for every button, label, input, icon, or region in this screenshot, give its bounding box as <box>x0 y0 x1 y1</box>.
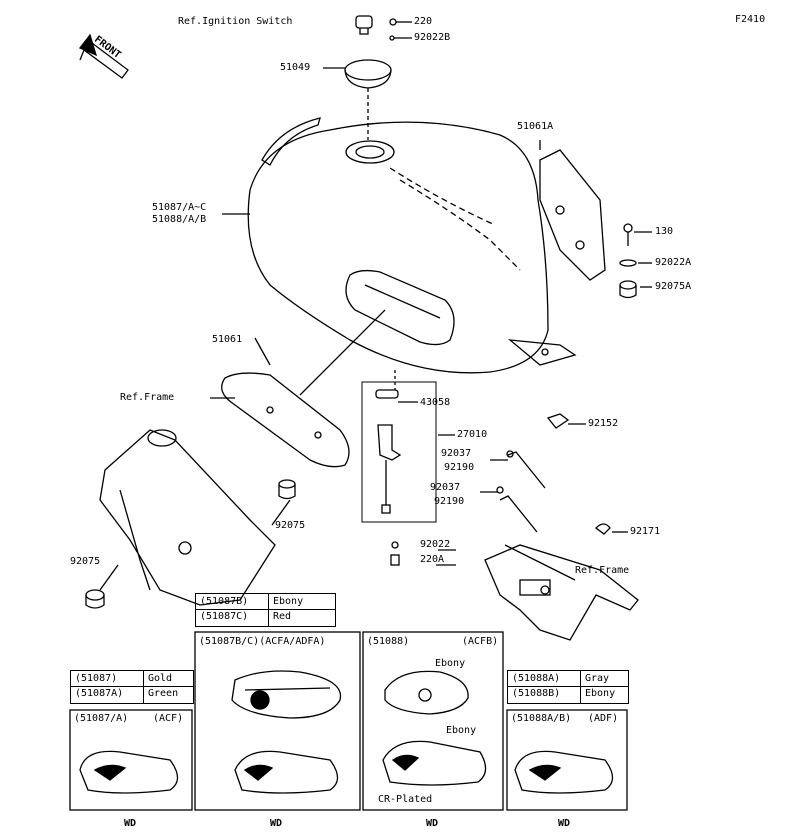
color-code: (51088A) <box>512 673 561 684</box>
wd-label: WD <box>270 818 283 829</box>
grommet-92152 <box>546 413 586 429</box>
part-51049-label: 51049 <box>280 62 311 73</box>
wd-label: WD <box>426 818 439 829</box>
color-code: (51088B) <box>512 688 561 699</box>
panel-3-tag: (ACFB) <box>462 636 499 647</box>
color-code: (51087B) <box>200 596 249 607</box>
tank-sketch-2b <box>234 750 339 794</box>
panel-4-tag: (ADF) <box>588 713 619 724</box>
ref-ignition-switch-label: Ref.Ignition Switch <box>178 16 293 27</box>
panel-3-ebony-2: Ebony <box>446 725 477 736</box>
part-92075A-label: 92075A <box>655 281 692 292</box>
clip-92171 <box>595 523 628 535</box>
part-51087-label: 51087/A~C <box>152 202 207 213</box>
color-name: Gold <box>148 673 173 684</box>
part-220A-label: 220A <box>420 554 445 565</box>
panel-1-tag: (ACF) <box>153 713 184 724</box>
panel-3-title: (51088) <box>367 636 410 647</box>
part-92075-left-label: 92075 <box>70 556 101 567</box>
part-43058-label: 43058 <box>420 397 451 408</box>
part-51061-label: 51061 <box>212 334 243 345</box>
frame-right <box>484 544 639 641</box>
washer-92022A <box>619 259 652 267</box>
part-27010-label: 27010 <box>457 429 488 440</box>
color-table-left: (51087) Gold (51087A) Green <box>70 670 194 704</box>
color-name: Green <box>148 688 179 699</box>
color-name: Gray <box>585 673 610 684</box>
rubber-92075-right <box>278 479 296 500</box>
tank-bracket-51061A <box>539 140 606 281</box>
color-name: Ebony <box>585 688 616 699</box>
part-92190-b-label: 92190 <box>434 496 465 507</box>
rubber-92075-left <box>85 589 105 609</box>
front-arrow-icon <box>78 33 129 79</box>
fuel-cap <box>323 59 392 89</box>
color-table-mid: (51087B) Ebony (51087C) Red <box>195 593 336 627</box>
rubber-92075A <box>619 280 652 299</box>
panel-3-ebony-1: Ebony <box>435 658 466 669</box>
part-92152-label: 92152 <box>588 418 619 429</box>
color-code: (51087C) <box>200 611 249 622</box>
part-220-label: 220 <box>414 16 433 27</box>
color-code: (51087A) <box>75 688 124 699</box>
fuel-tank <box>247 117 577 374</box>
ref-frame-right-label: Ref.Frame <box>575 565 630 576</box>
tank-sketch-3b <box>382 740 487 786</box>
color-name: Ebony <box>273 596 304 607</box>
ignition-switch-cap <box>355 15 373 35</box>
panel-3-cr-plated: CR-Plated <box>378 794 433 805</box>
side-cover-51061 <box>221 309 386 468</box>
part-51061A-label: 51061A <box>517 121 554 132</box>
color-code: (51087) <box>75 673 118 684</box>
fuel-hoses <box>496 450 546 533</box>
color-name: Red <box>273 611 292 622</box>
part-92037-a-label: 92037 <box>441 448 472 459</box>
tank-sketch-2a <box>231 670 342 719</box>
panel-2-title: (51087B/C)(ACFA/ADFA) <box>199 636 326 647</box>
ref-frame-left-label: Ref.Frame <box>120 392 175 403</box>
frame-left <box>99 429 276 606</box>
screw-220 <box>389 18 412 41</box>
part-130-label: 130 <box>655 226 674 237</box>
bolt-130 <box>623 223 652 246</box>
tank-sketch-3a <box>384 670 469 715</box>
figure-code: F2410 <box>735 14 766 25</box>
fuel-valve-group <box>361 370 437 566</box>
tank-sketch-4 <box>514 750 614 794</box>
part-92075-right-label: 92075 <box>275 520 306 531</box>
panel-1-title: (51087/A) <box>74 713 129 724</box>
part-92022-label: 92022 <box>420 539 451 550</box>
color-table-right: (51088A) Gray (51088B) Ebony <box>507 670 629 704</box>
panel-4-title: (51088A/B) <box>511 713 572 724</box>
part-92171-label: 92171 <box>630 526 661 537</box>
part-92037-b-label: 92037 <box>430 482 461 493</box>
part-92022A-label: 92022A <box>655 257 692 268</box>
wd-label: WD <box>124 818 137 829</box>
tank-sketch-1 <box>79 750 179 794</box>
part-92022B-label: 92022B <box>414 32 451 43</box>
part-92190-a-label: 92190 <box>444 462 475 473</box>
wd-label: WD <box>558 818 571 829</box>
part-51088-label: 51088/A/B <box>152 214 207 225</box>
